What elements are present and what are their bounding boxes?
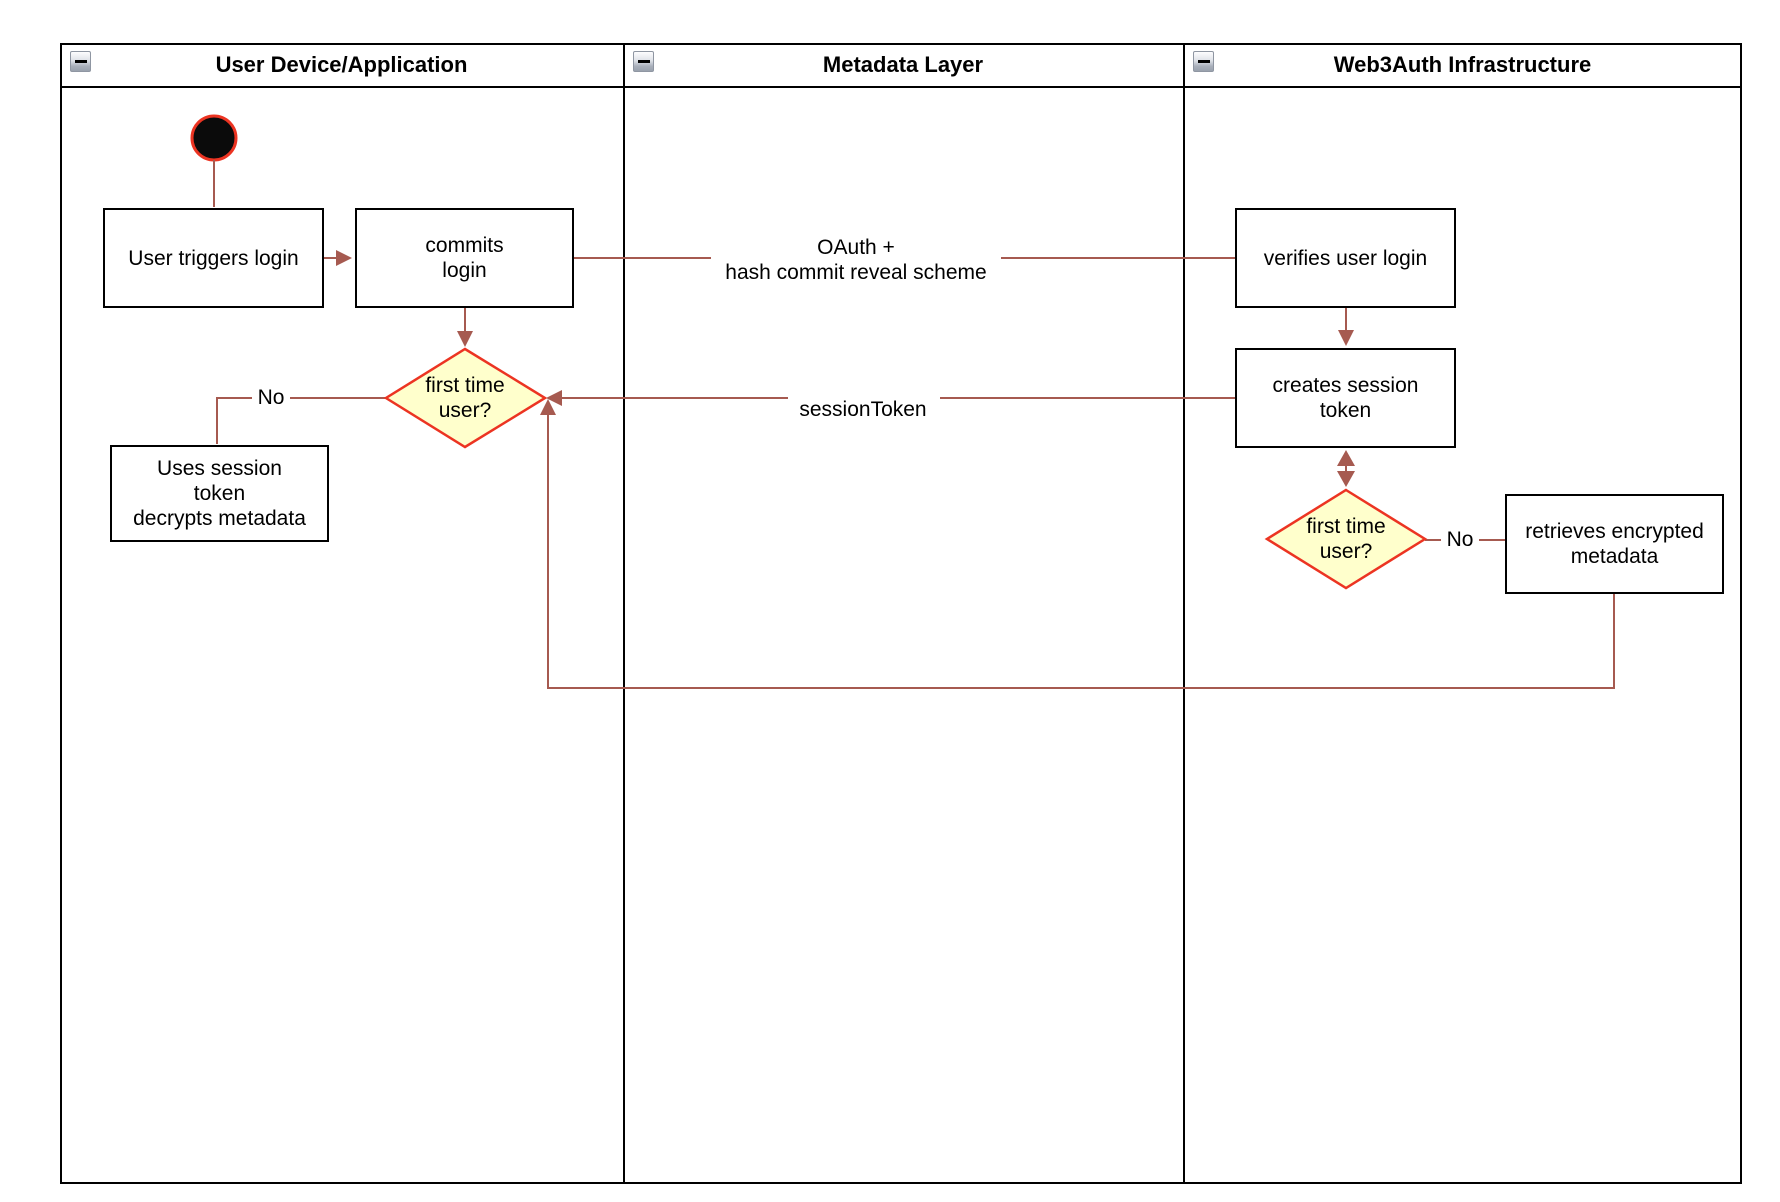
node-creates-session-token[interactable]: creates session token <box>1235 348 1456 448</box>
node-user-triggers-login[interactable]: User triggers login <box>103 208 324 308</box>
edge-retrieves-feedback[interactable] <box>540 399 1615 689</box>
arrowhead-down-icon <box>1338 330 1354 346</box>
node-uses-session-token[interactable]: Uses session token decrypts metadata <box>110 445 329 542</box>
arrowhead-up-icon <box>1337 450 1355 466</box>
decision-first-time-user-device[interactable] <box>383 347 548 449</box>
edge-verifies-to-creates[interactable] <box>1338 308 1354 346</box>
collapse-lane-button[interactable] <box>70 51 91 72</box>
lane-title: Web3Auth Infrastructure <box>1333 51 1592 77</box>
node-label: creates session token <box>1272 374 1419 422</box>
edge-session-token[interactable] <box>546 390 1235 406</box>
edge-user-triggers-to-commits[interactable] <box>324 250 352 266</box>
node-retrieves-encrypted-metadata[interactable]: retrieves encrypted metadata <box>1505 494 1724 594</box>
lane-divider-1 <box>623 45 625 1182</box>
minus-icon <box>1197 60 1210 63</box>
lane-header-web3auth: Web3Auth Infrastructure <box>1183 43 1742 88</box>
edge-no-to-uses-session[interactable] <box>216 397 386 444</box>
edge-label-no-device: No <box>252 385 290 411</box>
edge-label-session-token: sessionToken <box>793 396 933 424</box>
arrowhead-down-icon <box>457 331 473 347</box>
lane-header-user-device: User Device/Application <box>60 43 623 88</box>
node-verifies-user-login[interactable]: verifies user login <box>1235 208 1456 308</box>
minus-icon <box>74 60 87 63</box>
swimlane-pool <box>60 43 1742 1184</box>
edge-commits-to-decision[interactable] <box>457 307 473 347</box>
node-label: retrieves encrypted metadata <box>1525 520 1704 568</box>
lane-title: Metadata Layer <box>822 51 984 77</box>
arrowhead-left-icon <box>546 390 562 406</box>
node-commits-login[interactable]: commits login <box>355 208 574 308</box>
node-label: Uses session token decrypts metadata <box>133 457 306 530</box>
initial-node[interactable] <box>190 114 238 162</box>
arrowhead-up-icon <box>540 399 556 415</box>
lane-header-metadata-layer: Metadata Layer <box>623 43 1183 88</box>
edge-label-no-infra: No <box>1441 527 1479 553</box>
arrowhead-down-icon <box>1337 471 1355 487</box>
node-label: User triggers login <box>128 246 299 270</box>
collapse-lane-button[interactable] <box>633 51 654 72</box>
lane-divider-2 <box>1183 45 1185 1182</box>
collapse-lane-button[interactable] <box>1193 51 1214 72</box>
edge-label-oauth: OAuth + hash commit reveal scheme <box>711 235 1001 285</box>
arrowhead-right-icon <box>336 250 352 266</box>
minus-icon <box>637 60 650 63</box>
edge-creates-to-decision-bidirectional[interactable] <box>1337 450 1355 487</box>
decision-first-time-user-infra[interactable] <box>1264 488 1428 590</box>
lane-title: User Device/Application <box>215 51 468 77</box>
node-label: verifies user login <box>1263 246 1428 270</box>
node-label: commits login <box>425 234 504 282</box>
